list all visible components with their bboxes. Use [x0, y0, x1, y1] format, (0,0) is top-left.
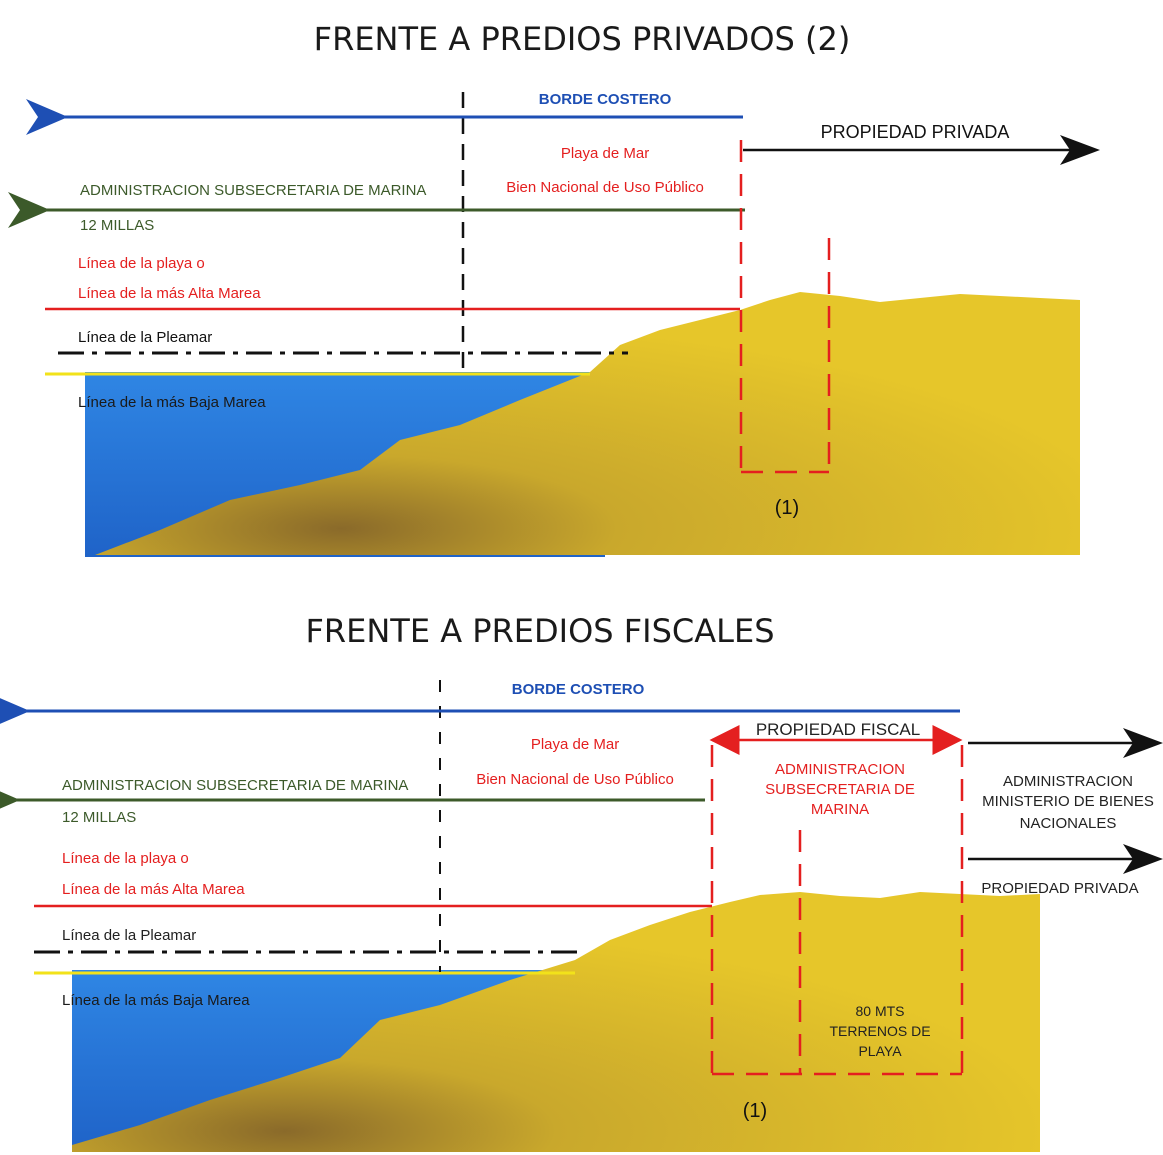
linea-playa-label-2: Línea de la más Alta Marea [78, 285, 261, 302]
diagram-predios-fiscales: FRENTE A PREDIOS FISCALES BORDE COSTERO … [0, 580, 1163, 1155]
bien-nacional-label: Bien Nacional de Uso Público [506, 179, 704, 196]
borde-costero-label: BORDE COSTERO [539, 91, 672, 108]
note-label: (1) [775, 497, 799, 519]
diagram-svg-top: FRENTE A PREDIOS PRIVADOS (2) BORDE COST… [7, 20, 1100, 557]
admin-ministerio-label-1: ADMINISTRACION [1003, 773, 1133, 790]
mts-label-2: TERRENOS DE [829, 1023, 930, 1039]
playa-de-mar-label: Playa de Mar [561, 145, 649, 162]
linea-playa-label-2: Línea de la más Alta Marea [62, 881, 245, 898]
admin-subsecretaria-label-3: MARINA [811, 801, 869, 818]
propiedad-fiscal-label: PROPIEDAD FISCAL [756, 720, 920, 739]
linea-playa-label-1: Línea de la playa o [62, 850, 189, 867]
millas-label: 12 MILLAS [80, 217, 154, 234]
admin-ministerio-label-3: NACIONALES [1020, 815, 1117, 832]
admin-ministerio-label-2: MINISTERIO DE BIENES [982, 793, 1154, 810]
pleamar-label: Línea de la Pleamar [62, 927, 196, 944]
baja-marea-label: Línea de la más Baja Marea [78, 394, 266, 411]
admin-subsecretaria-label-1: ADMINISTRACION [775, 761, 905, 778]
title: FRENTE A PREDIOS FISCALES [305, 612, 774, 650]
bien-nacional-label: Bien Nacional de Uso Público [476, 771, 674, 788]
administracion-label: ADMINISTRACION SUBSECRETARIA DE MARINA [62, 777, 408, 794]
admin-subsecretaria-label-2: SUBSECRETARIA DE [765, 781, 915, 798]
millas-label: 12 MILLAS [62, 809, 136, 826]
propiedad-privada-label: PROPIEDAD PRIVADA [821, 122, 1010, 142]
propiedad-privada-label: PROPIEDAD PRIVADA [981, 880, 1138, 897]
borde-costero-label: BORDE COSTERO [512, 681, 645, 698]
diagram-svg-bottom: FRENTE A PREDIOS FISCALES BORDE COSTERO … [0, 612, 1163, 1152]
note-label: (1) [743, 1100, 767, 1122]
coast-sand [72, 892, 1040, 1152]
diagram-predios-privados: FRENTE A PREDIOS PRIVADOS (2) BORDE COST… [7, 20, 1100, 557]
mts-label-1: 80 MTS [855, 1003, 904, 1019]
baja-marea-label: Línea de la más Baja Marea [62, 992, 250, 1009]
mts-label-3: PLAYA [858, 1043, 902, 1059]
coast-sand [95, 292, 1080, 555]
linea-playa-label-1: Línea de la playa o [78, 255, 205, 272]
pleamar-label: Línea de la Pleamar [78, 329, 212, 346]
playa-de-mar-label: Playa de Mar [531, 736, 619, 753]
title: FRENTE A PREDIOS PRIVADOS (2) [314, 20, 851, 58]
administracion-label: ADMINISTRACION SUBSECRETARIA DE MARINA [80, 182, 426, 199]
